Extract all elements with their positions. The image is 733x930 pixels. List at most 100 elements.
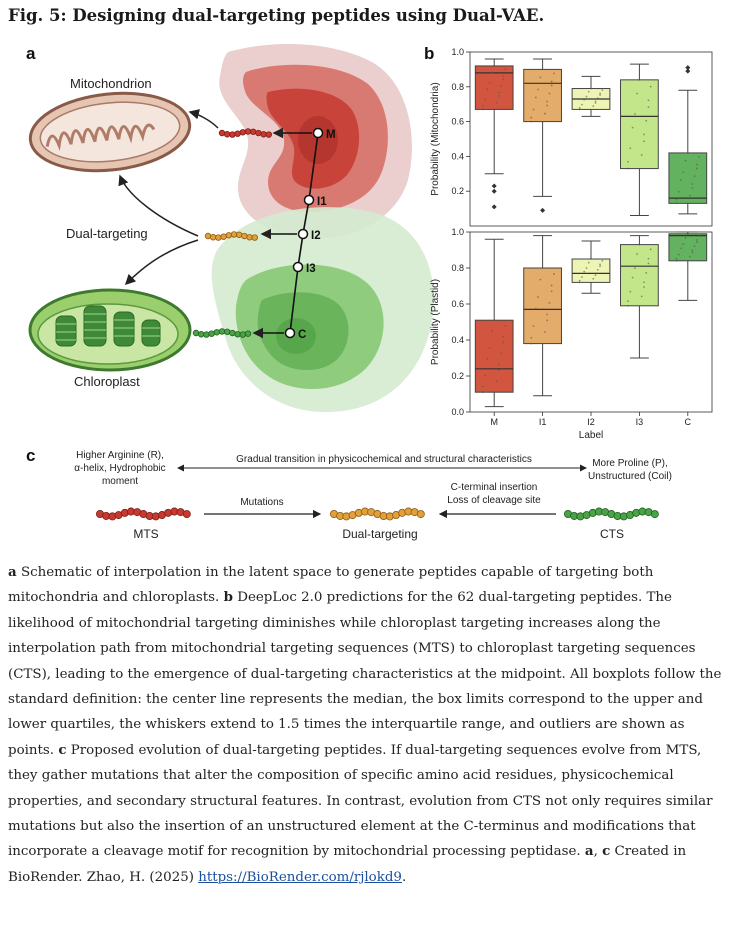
jitter-point (550, 80, 553, 83)
y-axis-label: Probability (Mitochondria) (430, 82, 441, 195)
jitter-point (583, 98, 586, 101)
jitter-point (495, 101, 498, 104)
jitter-point (636, 253, 639, 255)
jitter-point (548, 301, 551, 304)
peptide-bead (260, 131, 267, 138)
jitter-point (695, 241, 698, 244)
jitter-point (677, 253, 680, 256)
jitter-point (502, 78, 505, 81)
jitter-point (684, 237, 687, 239)
jitter-point (594, 102, 597, 104)
jitter-point (677, 190, 680, 193)
y-tick-label: 0.0 (451, 407, 464, 417)
jitter-point (484, 374, 487, 377)
jitter-point (686, 152, 689, 154)
x-axis-label: Label (579, 430, 603, 441)
peptide-bead (229, 329, 236, 337)
jitter-point (543, 112, 546, 115)
jitter-point (581, 103, 583, 106)
jitter-point (500, 85, 502, 87)
y-tick-label: 1.0 (451, 47, 464, 57)
jitter-point (546, 319, 549, 322)
x-tick-label: I1 (539, 417, 547, 427)
jitter-point (488, 81, 491, 84)
peptide-bead (241, 232, 248, 240)
jitter-point (601, 89, 604, 92)
jitter-point (497, 91, 500, 94)
peptide-bead (215, 234, 222, 241)
point-i1 (303, 194, 315, 206)
panel-c-left-text-3: moment (102, 476, 138, 487)
caption-ac-letter-a: a (584, 843, 594, 860)
jitter-point (675, 198, 678, 201)
jitter-point (504, 68, 507, 71)
peptide-bead (244, 330, 252, 337)
jitter-point (691, 249, 694, 252)
jitter-point (675, 259, 678, 262)
mts-label: MTS (133, 527, 158, 541)
jitter-point (500, 352, 502, 355)
peptide-bead (218, 129, 226, 137)
jitter-point (546, 100, 549, 103)
jitter-point (488, 346, 491, 349)
peptide-bead (208, 330, 215, 337)
chloroplast-illustration (28, 288, 192, 372)
jitter-point (649, 248, 652, 251)
jitter-point (493, 319, 496, 322)
jitter-point (695, 167, 698, 170)
jitter-point (643, 133, 645, 136)
jitter-point (592, 105, 595, 108)
outlier (491, 188, 497, 194)
peptide-bead (223, 131, 231, 138)
caption-a-letter: a (8, 564, 17, 580)
caption-b-letter: b (223, 589, 233, 606)
jitter-point (484, 98, 487, 101)
jitter-point (638, 78, 641, 81)
jitter-point (680, 179, 682, 181)
caption-c-letter: c (58, 741, 67, 758)
jitter-point (601, 259, 604, 262)
jitter-point (578, 106, 581, 109)
peptide-bead (223, 328, 231, 335)
cts-label: CTS (600, 527, 624, 541)
jitter-point (647, 106, 650, 109)
jitter-point (647, 257, 650, 260)
peptide-bead (220, 233, 227, 240)
jitter-point (680, 247, 682, 250)
box-C (668, 152, 708, 204)
jitter-point (594, 272, 597, 275)
jitter-point (599, 94, 601, 96)
jitter-point (627, 167, 629, 170)
jitter-point (640, 295, 643, 298)
x-tick-label: M (490, 417, 498, 427)
jitter-point (585, 95, 588, 98)
figure-caption: a Schematic of interpolation in the late… (8, 560, 728, 890)
jitter-point (627, 160, 629, 163)
peptide-bead (251, 234, 258, 241)
peptide-bead (249, 128, 257, 135)
jitter-point (643, 140, 645, 143)
jitter-point (631, 276, 634, 279)
jitter-point (546, 313, 549, 316)
jitter-point (578, 281, 581, 284)
jitter-point (590, 87, 592, 90)
caption-end: . (401, 869, 407, 885)
jitter-point (550, 284, 553, 287)
y-axis-label: Probability (Plastid) (430, 279, 441, 365)
peptide-bead (225, 232, 232, 239)
peptide-bead (239, 129, 246, 136)
jitter-point (493, 65, 496, 67)
box-I3 (620, 244, 659, 307)
panel-c-diagram: Higher Arginine (R), α-helix, Hydrophobi… (74, 450, 672, 541)
y-tick-label: 0.8 (451, 263, 464, 273)
biorender-link[interactable]: https://BioRender.com/rjlokd9 (198, 869, 402, 885)
jitter-point (546, 104, 549, 107)
panel-a-schematic: M I1 I2 I3 C Mitochondrion Dual-targetin… (28, 43, 713, 541)
jitter-point (594, 100, 597, 103)
mts-peptide (96, 507, 191, 521)
jitter-point (534, 96, 537, 99)
jitter-point (491, 330, 493, 333)
jitter-point (502, 341, 505, 344)
peptide-bead (265, 131, 272, 138)
x-tick-label: I2 (587, 417, 595, 427)
